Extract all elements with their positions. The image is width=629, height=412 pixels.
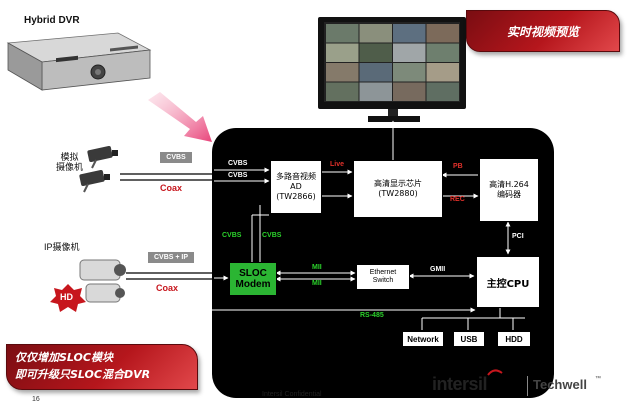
- ethernet-line2: Switch: [372, 277, 394, 284]
- hd-badge-icon: [50, 284, 86, 312]
- ad-block-line1: 多路音视频: [276, 172, 316, 181]
- video-thumbnail: [326, 24, 359, 43]
- encoder-line1: 高清H.264: [489, 180, 529, 189]
- display-chip-line2: (TW2880): [378, 189, 418, 198]
- mii-label-1: MII: [312, 264, 322, 271]
- ad-block-line3: (TW2866): [276, 192, 316, 201]
- ip-camera-icon: [79, 259, 126, 303]
- ethernet-switch-block: Ethernet Switch: [356, 264, 410, 290]
- port-hdd: HDD: [497, 331, 531, 347]
- analog-camera-label: 模拟 摄像机: [56, 152, 84, 172]
- video-thumbnail: [393, 24, 426, 43]
- gmii-label: GMII: [430, 266, 446, 273]
- video-thumbnail: [359, 82, 392, 101]
- trademark-mark: ™: [595, 376, 601, 382]
- live-label: Live: [330, 161, 345, 168]
- video-thumbnail: [426, 43, 459, 62]
- page-number: 16: [32, 396, 40, 403]
- encoder-line2: 编码器: [497, 190, 521, 199]
- video-thumbnail: [426, 63, 459, 82]
- video-thumbnail: [426, 24, 459, 43]
- rs485-label: RS-485: [360, 312, 384, 319]
- sloc-upgrade-line1: 仅仅增加SLOC模块: [15, 351, 113, 364]
- brand-divider: [527, 376, 528, 396]
- video-thumbnail: [393, 82, 426, 101]
- analog-coax-label: Coax: [160, 183, 183, 193]
- video-thumbnail: [359, 24, 392, 43]
- sloc-modem-block: SLOC Modem: [229, 262, 277, 296]
- pci-label: PCI: [512, 233, 524, 240]
- video-thumbnail: [426, 82, 459, 101]
- encoder-block: 高清H.264 编码器: [479, 158, 539, 222]
- confidential-note: Intersil Confidential: [262, 391, 322, 398]
- hd-badge-label: HD: [60, 292, 73, 302]
- video-thumbnail: [326, 82, 359, 101]
- ip-coax-label: Coax: [156, 283, 179, 293]
- rec-label: REC: [450, 196, 465, 203]
- display-chip-block: 高清显示芯片 (TW2880): [353, 160, 443, 218]
- ethernet-line1: Ethernet: [369, 269, 397, 276]
- pink-arrow-icon: [148, 92, 212, 142]
- cpu-label: 主控CPU: [486, 278, 530, 290]
- cvbs-line1-label: CVBS: [228, 160, 248, 167]
- sloc-line2: Modem: [235, 279, 271, 290]
- cvbs-line2-label: CVBS: [228, 172, 248, 179]
- pb-label: PB: [453, 163, 463, 170]
- intersil-logo: intersil: [432, 374, 488, 394]
- port-network: Network: [402, 331, 444, 347]
- sloc-line1: SLOC: [239, 268, 267, 279]
- sloc-upgrade-line2: 即可升级只SLOC混合DVR: [15, 368, 151, 381]
- ip-camera-label: IP摄像机: [44, 242, 80, 252]
- ad-block: 多路音视频 AD (TW2866): [270, 160, 322, 214]
- video-grid-thumbnails: [326, 24, 459, 101]
- dvr-device-icon: [6, 32, 152, 91]
- mii-label-2: MII: [312, 280, 322, 287]
- video-thumbnail: [393, 63, 426, 82]
- intersil-swirl-icon: [487, 369, 503, 376]
- live-preview-callout-text: 实时视频预览: [506, 24, 579, 39]
- analog-cvbs-tag: CVBS: [160, 152, 192, 163]
- live-preview-callout: 实时视频预览: [466, 10, 620, 52]
- cpu-block: 主控CPU: [476, 256, 540, 308]
- dvr-title: Hybrid DVR: [24, 15, 80, 26]
- video-thumbnail: [326, 63, 359, 82]
- video-thumbnail: [326, 43, 359, 62]
- video-thumbnail: [359, 43, 392, 62]
- cvbs-vertical-label-1: CVBS: [222, 232, 242, 239]
- video-thumbnail: [393, 43, 426, 62]
- ad-block-line2: AD: [290, 182, 302, 191]
- display-chip-line1: 高清显示芯片: [374, 179, 422, 188]
- ip-cvbs-tag: CVBS + IP: [148, 252, 194, 263]
- sloc-upgrade-callout: 仅仅增加SLOC模块 即可升级只SLOC混合DVR: [6, 344, 198, 390]
- port-usb: USB: [453, 331, 485, 347]
- video-thumbnail: [359, 63, 392, 82]
- techwell-logo: Techwell: [533, 377, 587, 392]
- analog-camera-icon: [79, 146, 118, 193]
- cvbs-vertical-label-2: CVBS: [262, 232, 282, 239]
